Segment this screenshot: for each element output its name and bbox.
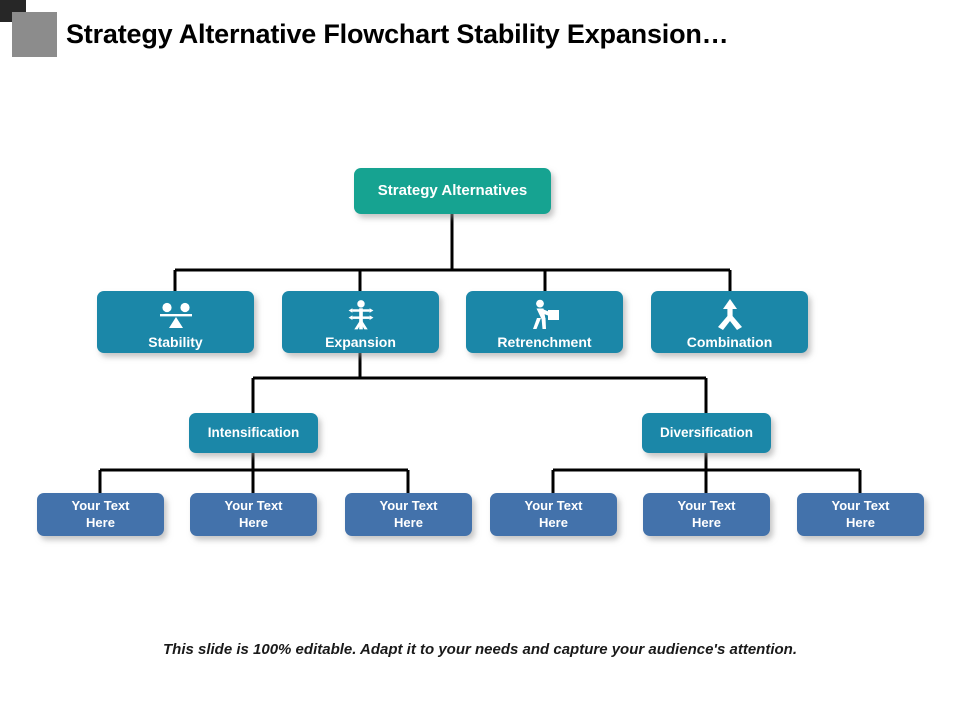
node-label: Strategy Alternatives: [377, 181, 528, 199]
node-leaf-5[interactable]: Your Text Here: [643, 493, 770, 536]
node-label-line1: Your Text: [677, 498, 736, 514]
node-intensification[interactable]: Intensification: [189, 413, 318, 453]
node-combination[interactable]: Combination: [651, 291, 808, 353]
node-label-line1: Your Text: [379, 498, 438, 514]
node-strategy-alternatives[interactable]: Strategy Alternatives: [354, 168, 551, 214]
node-label: Stability: [148, 334, 203, 351]
node-label-line2: Here: [539, 514, 568, 530]
footer-note: This slide is 100% editable. Adapt it to…: [163, 641, 797, 658]
node-expansion[interactable]: Expansion: [282, 291, 439, 353]
node-label: Diversification: [659, 425, 754, 441]
node-label-line2: Here: [692, 514, 721, 530]
node-leaf-4[interactable]: Your Text Here: [490, 493, 617, 536]
gray-square-placeholder-icon: [12, 12, 57, 57]
node-diversification[interactable]: Diversification: [642, 413, 771, 453]
person-carrying-box-icon: [523, 293, 567, 331]
node-leaf-2[interactable]: Your Text Here: [190, 493, 317, 536]
node-label-line2: Here: [86, 514, 115, 530]
node-label-line1: Your Text: [71, 498, 130, 514]
page-title: Strategy Alternative Flowchart Stability…: [66, 19, 729, 49]
node-label-line2: Here: [846, 514, 875, 530]
balance-scale-icon: [154, 293, 198, 331]
node-leaf-3[interactable]: Your Text Here: [345, 493, 472, 536]
node-label-line1: Your Text: [224, 498, 283, 514]
node-label-line1: Your Text: [831, 498, 890, 514]
node-leaf-1[interactable]: Your Text Here: [37, 493, 164, 536]
node-label: Expansion: [325, 334, 396, 351]
person-expand-arrows-icon: [339, 293, 383, 331]
node-label-line2: Here: [239, 514, 268, 530]
node-label-line1: Your Text: [524, 498, 583, 514]
node-label: Retrenchment: [497, 334, 592, 351]
merge-arrow-icon: [708, 293, 752, 331]
node-leaf-6[interactable]: Your Text Here: [797, 493, 924, 536]
node-stability[interactable]: Stability: [97, 291, 254, 353]
node-label: Combination: [686, 334, 773, 351]
node-retrenchment[interactable]: Retrenchment: [466, 291, 623, 353]
node-label-line2: Here: [394, 514, 423, 530]
node-label: Intensification: [207, 425, 300, 441]
